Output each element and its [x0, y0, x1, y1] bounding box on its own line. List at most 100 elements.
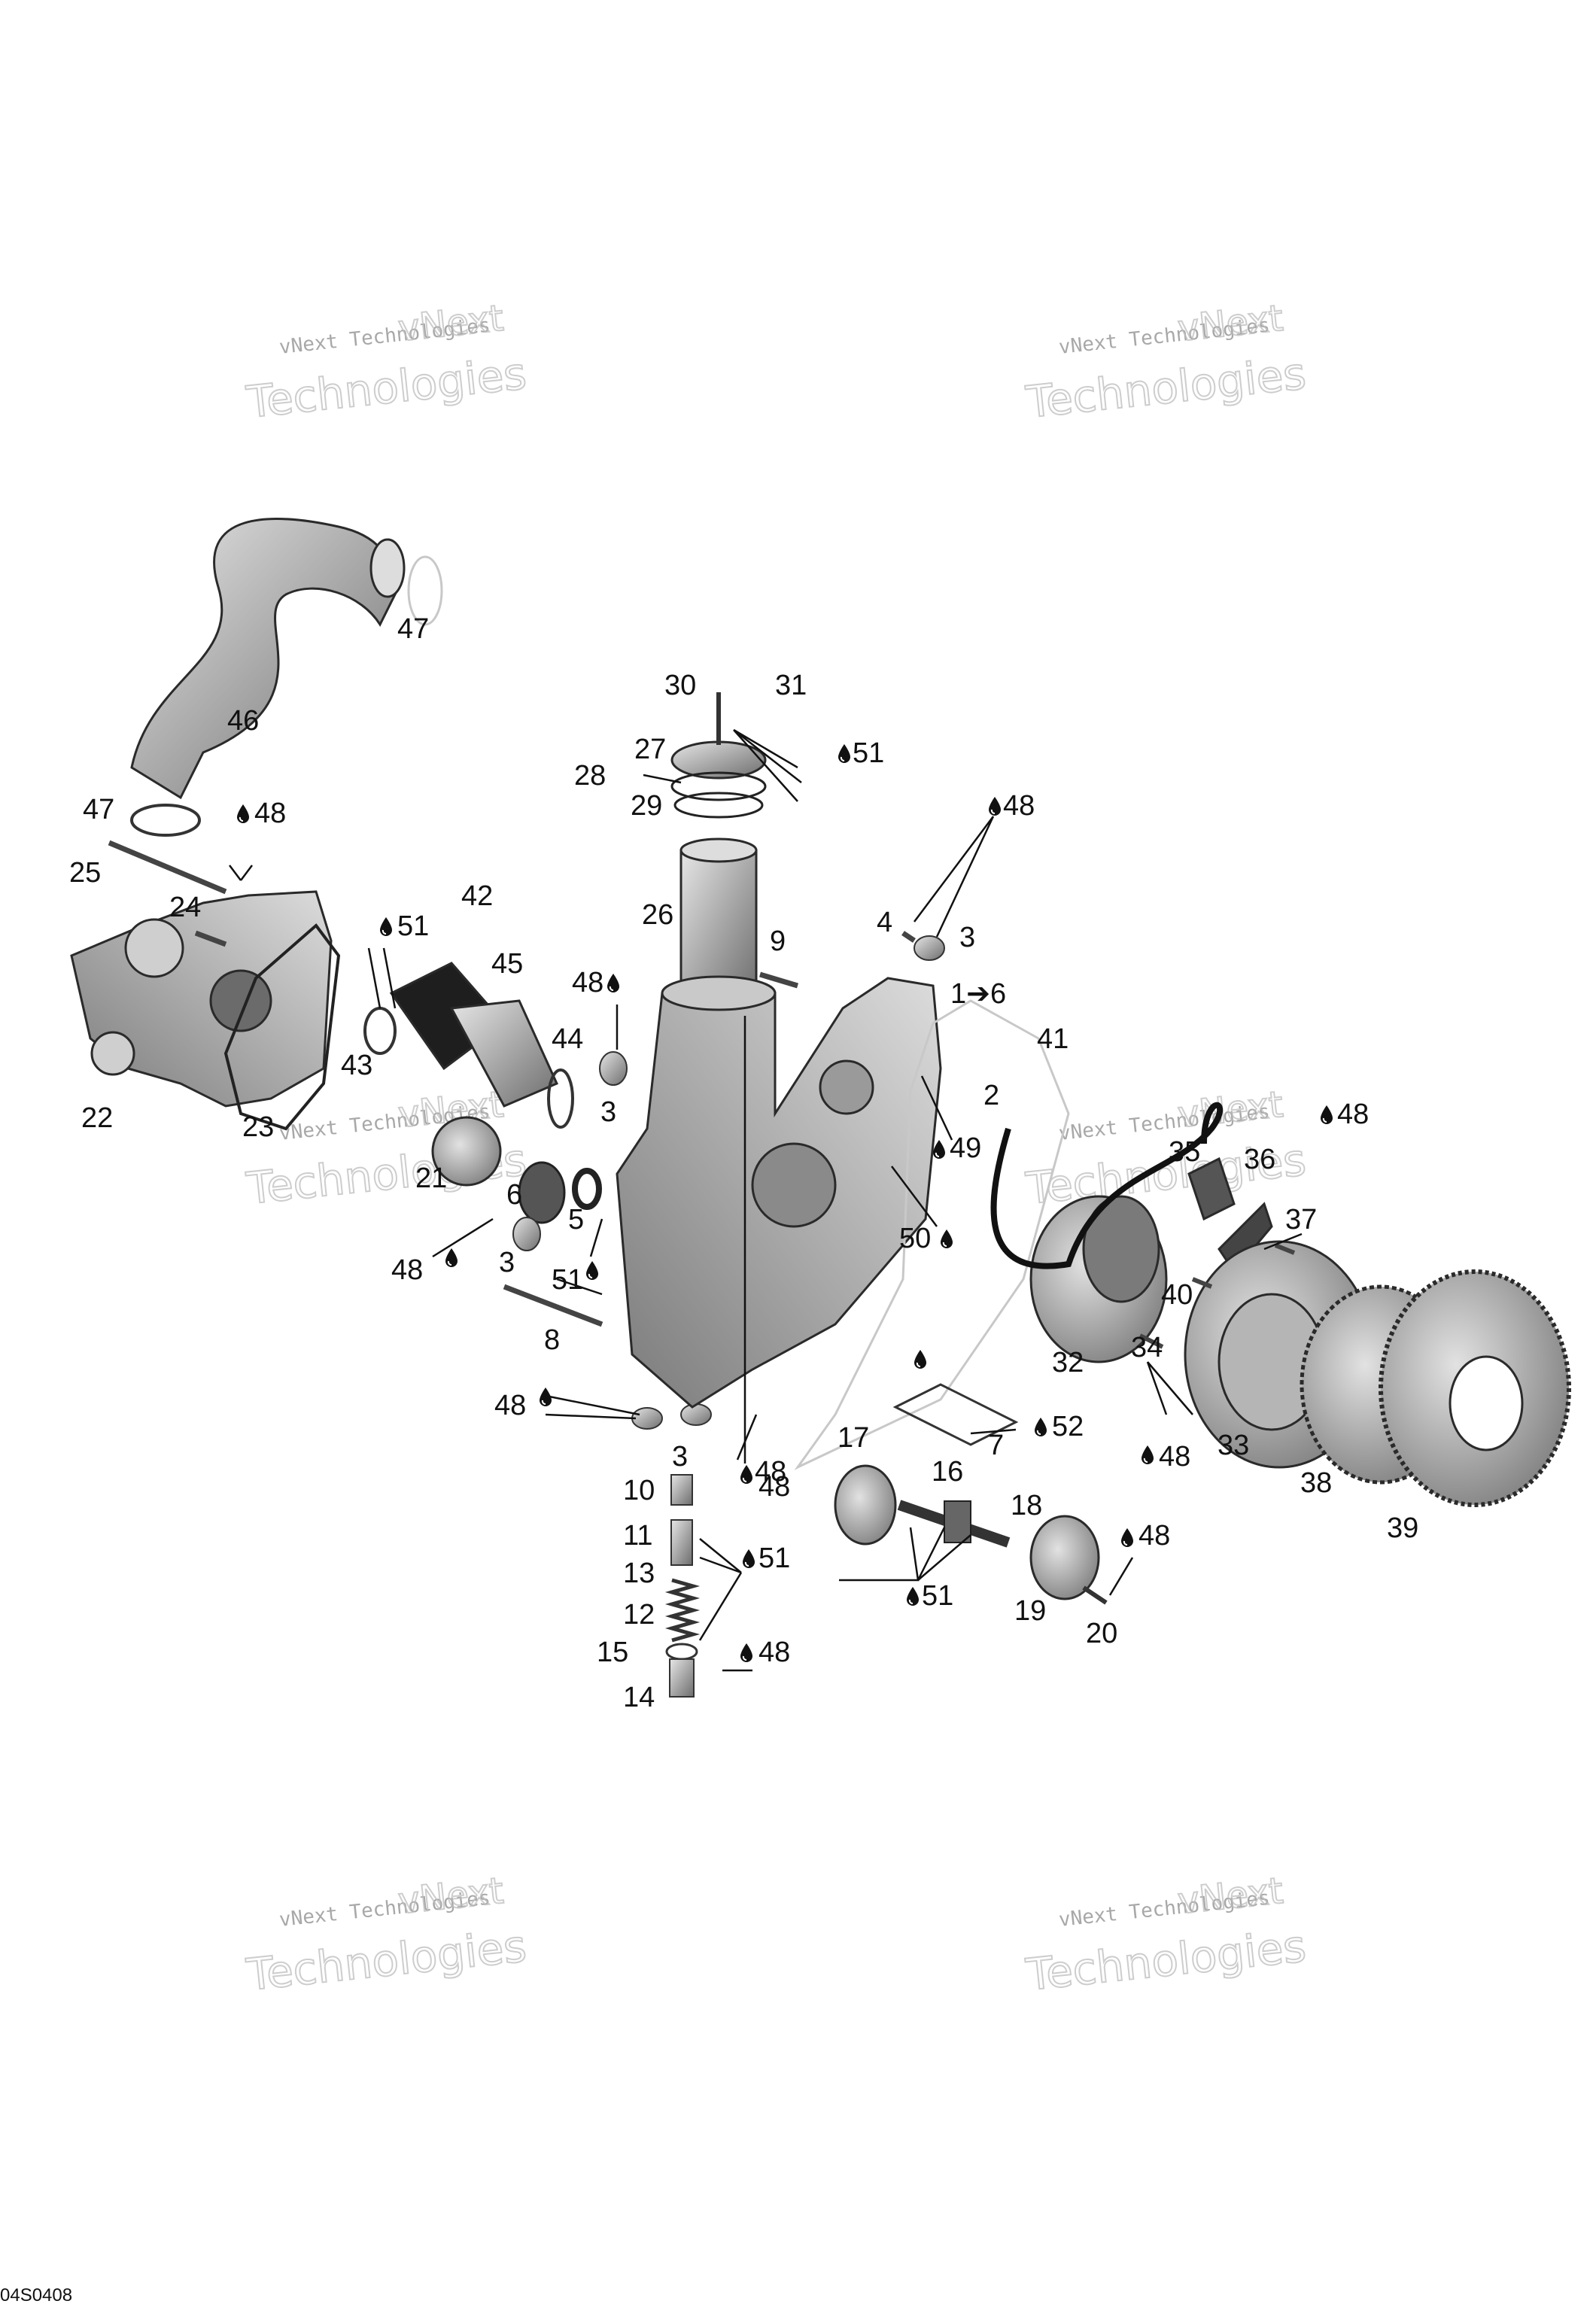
callout-label: 49 [950, 1132, 981, 1164]
plug-part [599, 1051, 628, 1086]
callout-label: 46 [227, 705, 259, 737]
oil-drop-icon [906, 1586, 920, 1606]
o-ring-part [673, 792, 764, 819]
callout-label: 41 [1037, 1023, 1069, 1055]
svg-text:Technologies: Technologies [1023, 1920, 1309, 2001]
o-ring-part [670, 771, 767, 801]
callout-label: 8 [544, 1324, 560, 1356]
reference-code: 04S0408 [0, 2285, 72, 2305]
plug-part [914, 935, 945, 961]
plug-part [631, 1407, 663, 1430]
gasket-part [223, 923, 341, 1131]
callout-label: 51 [397, 910, 429, 942]
sensor-part [1187, 1157, 1236, 1221]
callout-label: 33 [1218, 1430, 1249, 1461]
plug-part [680, 1403, 712, 1426]
ring-part [547, 1068, 574, 1129]
pump-bore [209, 969, 272, 1032]
callout-label: 2 [983, 1080, 999, 1111]
callout-label: 6 [506, 1179, 522, 1211]
screw-part [108, 840, 227, 895]
pump-outlet [124, 918, 184, 978]
svg-text:vNext: vNext [397, 297, 506, 350]
callout-label: 48 [755, 1456, 786, 1488]
callout-label: 51 [552, 1264, 583, 1296]
screw-part [901, 931, 916, 943]
pump-rotor [834, 1464, 897, 1546]
callout-label: 52 [1052, 1411, 1084, 1442]
impeller-part [431, 1116, 502, 1187]
filter-bore [661, 975, 777, 1011]
callout-label: 16 [932, 1456, 963, 1488]
callout-label: 27 [634, 734, 666, 765]
oil-drop-icon [914, 1349, 927, 1369]
oil-drop-icon [1320, 1105, 1333, 1125]
callout-label: 10 [623, 1475, 655, 1506]
oil-drop-icon [236, 804, 250, 824]
clamp-part [130, 804, 201, 837]
callout-label: 37 [1285, 1204, 1317, 1236]
callout-label: 11 [623, 1520, 652, 1552]
pump-cover [1029, 1515, 1100, 1600]
callout-label: 51 [922, 1580, 953, 1612]
oil-drop-icon [445, 1248, 458, 1268]
valve-piston [670, 1519, 693, 1566]
callout-label: 25 [69, 857, 101, 889]
plug-part [512, 1217, 541, 1251]
screw-part [194, 930, 227, 947]
callout-label: 7 [988, 1430, 1004, 1461]
oil-drop-icon [940, 1229, 953, 1249]
leader-lines [229, 728, 1303, 1672]
callout-label: 42 [461, 880, 493, 912]
callout-label: 15 [597, 1637, 628, 1668]
callout-label: 48 [391, 1254, 423, 1286]
callout-label: 45 [491, 948, 523, 980]
screw-part [1138, 1333, 1164, 1349]
callout-label: 4 [877, 907, 892, 938]
callout-label: 47 [397, 613, 429, 645]
callout-label: 51 [758, 1543, 790, 1574]
screw-part [503, 1284, 603, 1327]
oil-drop-icon [740, 1464, 753, 1485]
watermark-top-right: vNext Technologies Technologies vNext [1023, 296, 1309, 429]
callout-label: 36 [1244, 1144, 1275, 1175]
valve-plug [670, 1474, 693, 1506]
callout-label: 51 [853, 737, 884, 769]
callout-label: 48 [758, 1637, 790, 1668]
callout-label: 48 [1003, 790, 1035, 822]
oil-drop-icon [606, 973, 620, 993]
oil-drop-icon [988, 796, 1002, 816]
svg-text:Technologies: Technologies [244, 1920, 529, 2001]
oil-drop-icon [742, 1549, 755, 1569]
ring-part [363, 1007, 397, 1055]
callout-label: 14 [623, 1682, 655, 1713]
svg-text:Technologies: Technologies [1023, 348, 1309, 428]
pump-gear [944, 1500, 971, 1543]
callout-label: 21 [415, 1163, 447, 1194]
pump-screw [1082, 1585, 1108, 1605]
valve-spring [664, 1578, 701, 1643]
callout-label: 3 [499, 1247, 515, 1278]
pump-outlet [90, 1031, 135, 1076]
screw-part [758, 971, 799, 989]
screw-part [1191, 1277, 1213, 1289]
callout-label: 3 [959, 922, 975, 953]
oil-drop-icon [585, 1260, 599, 1281]
svg-text:vNext: vNext [397, 1870, 506, 1922]
callout-label: 35 [1169, 1136, 1200, 1168]
callout-label: 48 [572, 967, 603, 998]
watermark-bottom-right: vNext Technologies Technologies vNext [1023, 1869, 1309, 2002]
callout-label: 48 [758, 1471, 790, 1503]
oil-drop-icon [932, 1139, 946, 1160]
small-gasket [892, 1383, 1019, 1446]
clamp-part [407, 555, 443, 626]
callout-label: 48 [494, 1390, 526, 1421]
callout-label: 48 [254, 798, 286, 829]
oil-drop-icon [1141, 1445, 1154, 1465]
callout-label: 1➔6 [950, 978, 1006, 1010]
cover-bore [819, 1059, 874, 1115]
oil-drop-icon [539, 1387, 552, 1407]
callout-label: 18 [1011, 1490, 1042, 1521]
watermark-top-left: vNext Technologies Technologies vNext [243, 296, 530, 429]
